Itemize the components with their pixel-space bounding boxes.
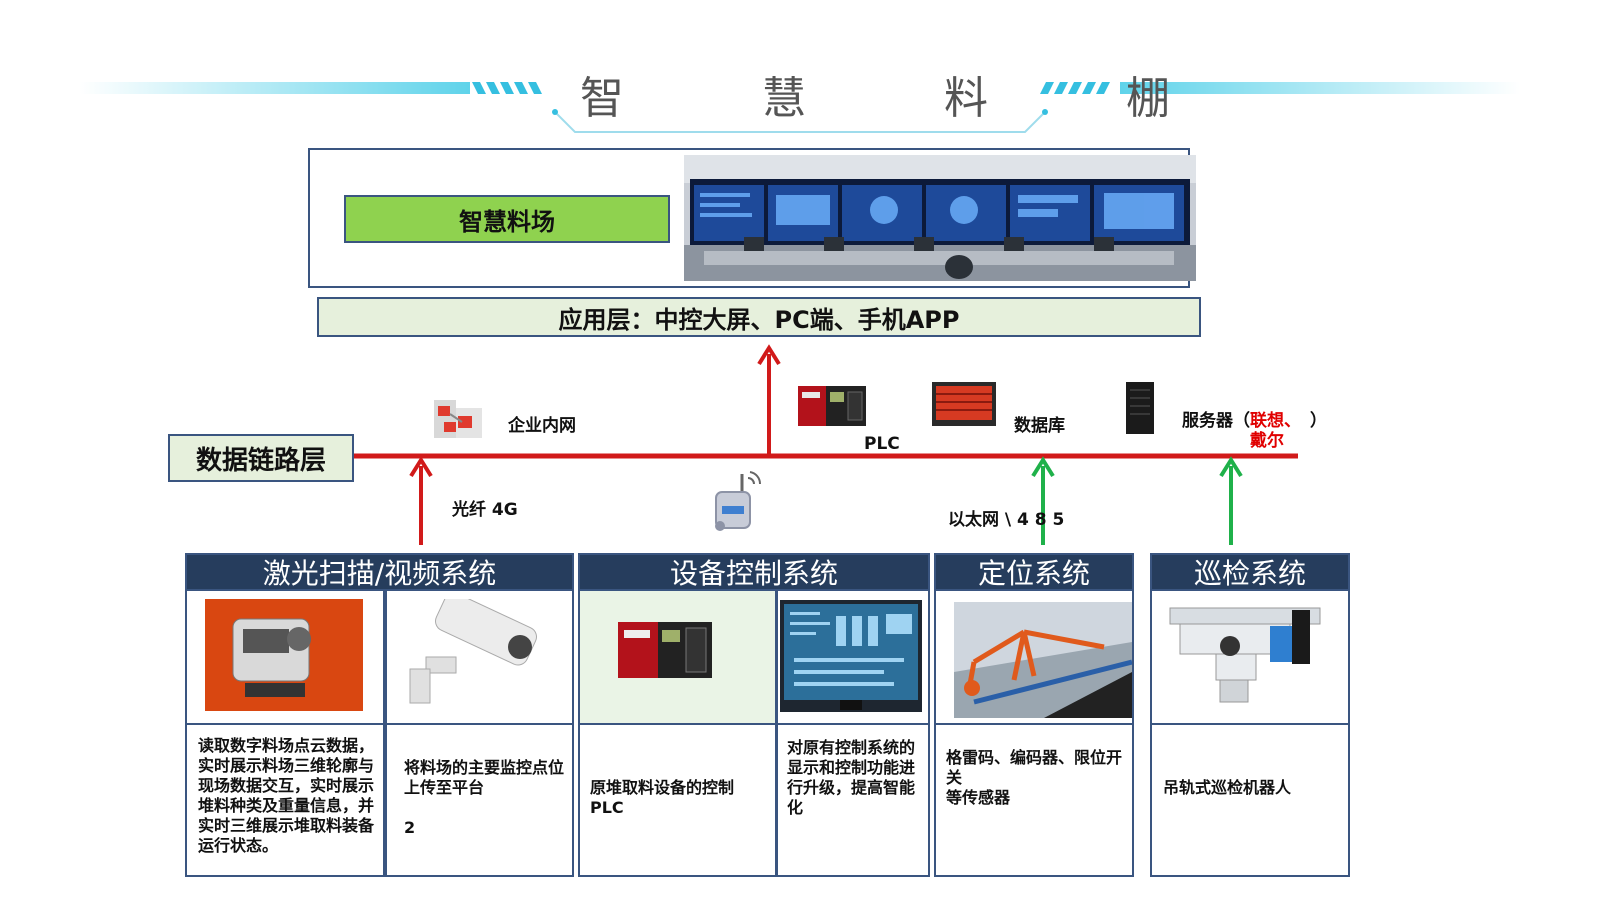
database-label: 数据库 — [1014, 416, 1065, 436]
inspection-desc-cell — [1150, 723, 1350, 877]
stacker-reclaimer-model — [954, 602, 1132, 718]
database-icon — [932, 382, 996, 426]
laser-scanner-photo — [205, 599, 363, 711]
server-icon — [1126, 382, 1154, 434]
inspection-system-header: 巡检系统 — [1150, 553, 1350, 591]
plc-description: 原堆取料设备的控制PLC — [590, 778, 735, 817]
wireless-sensor-icon — [715, 471, 762, 531]
laser-scan-description: 读取数字料场点云数据，实时展示料场三维轮廓与现场数据交互，实时展示堆料种类及重量… — [198, 736, 375, 855]
plc-icon — [798, 386, 866, 426]
server-label: 服务器（联想、戴尔 ） — [1182, 411, 1327, 451]
inspection-description: 吊轨式巡检机器人 — [1163, 778, 1292, 797]
data-link-layer-box: 数据链路层 — [168, 434, 354, 482]
laser-desc-cell — [185, 723, 385, 877]
server-label-prefix: 服务器（ — [1182, 411, 1250, 431]
fiber-4g-label: 光纤 4G — [452, 500, 518, 520]
plc-label: PLC — [864, 434, 900, 454]
inspection-system-title: 巡检系统 — [1152, 555, 1348, 590]
laser-video-system-title: 激光扫描/视频系统 — [187, 555, 572, 590]
video-footnote: 2 — [404, 818, 416, 837]
upgrade-desc-cell — [776, 723, 930, 877]
rail-inspection-robot-photo — [1160, 600, 1340, 712]
server-brands: 联想、戴尔 — [1250, 411, 1301, 451]
header-decoration — [80, 82, 1520, 133]
plc-desc-cell — [578, 723, 777, 877]
equipment-control-system-title: 设备控制系统 — [580, 555, 928, 590]
plc-device-photo — [618, 622, 712, 678]
laser-video-system-header: 激光扫描/视频系统 — [185, 553, 574, 591]
server-label-suffix: ） — [1310, 411, 1327, 431]
ethernet-485-label: 以太网 \ 4 8 5 — [948, 510, 1065, 530]
control-upgrade-description: 对原有控制系统的显示和控制功能进行升级，提高智能化 — [787, 738, 916, 817]
application-layer-box: 应用层：中控大屏、PC端、手机APP — [317, 297, 1201, 337]
positioning-system-title: 定位系统 — [936, 555, 1132, 590]
intranet-label: 企业内网 — [508, 416, 576, 436]
positioning-desc-cell — [934, 723, 1134, 877]
smart-yard-label: 智慧料场 — [344, 195, 670, 243]
control-screen-photo — [780, 600, 922, 712]
positioning-system-header: 定位系统 — [934, 553, 1134, 591]
intranet-icon — [434, 400, 482, 438]
equipment-control-system-header: 设备控制系统 — [578, 553, 930, 591]
surveillance-camera-photo — [396, 599, 560, 711]
positioning-description: 格雷码、编码器、限位开关 等传感器 — [946, 748, 1123, 807]
camera-desc-cell — [385, 723, 574, 877]
control-room-photo — [684, 155, 1196, 281]
video-description: 将料场的主要监控点位上传至平台 — [404, 758, 565, 797]
